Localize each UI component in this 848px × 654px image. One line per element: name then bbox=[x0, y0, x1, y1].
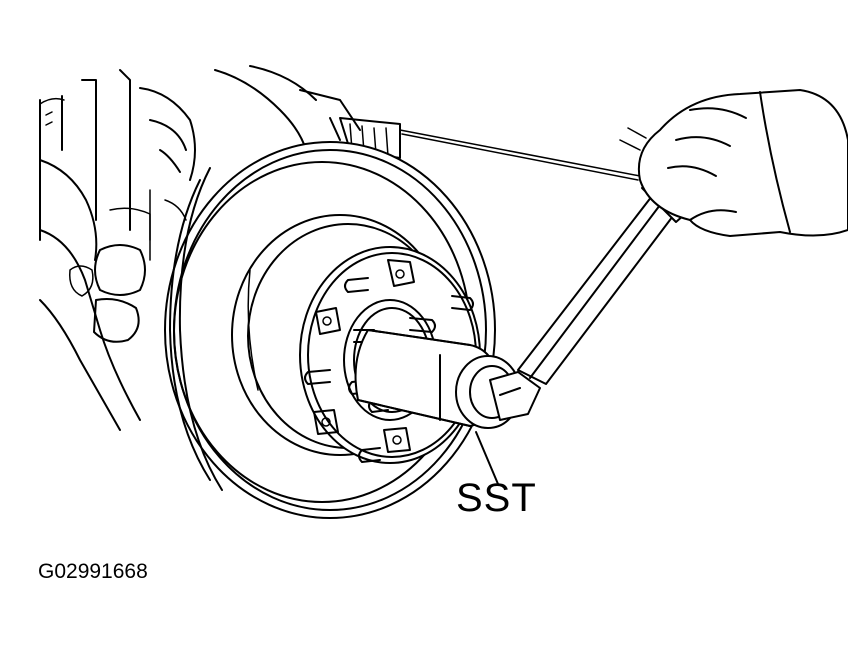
sst-leader-line bbox=[475, 431, 499, 485]
sst-callout-label: SST bbox=[456, 476, 537, 520]
suspension-linework bbox=[39, 65, 641, 431]
torque-wrench bbox=[489, 179, 693, 421]
hand bbox=[619, 89, 848, 237]
figure-code: G02991668 bbox=[38, 560, 148, 583]
